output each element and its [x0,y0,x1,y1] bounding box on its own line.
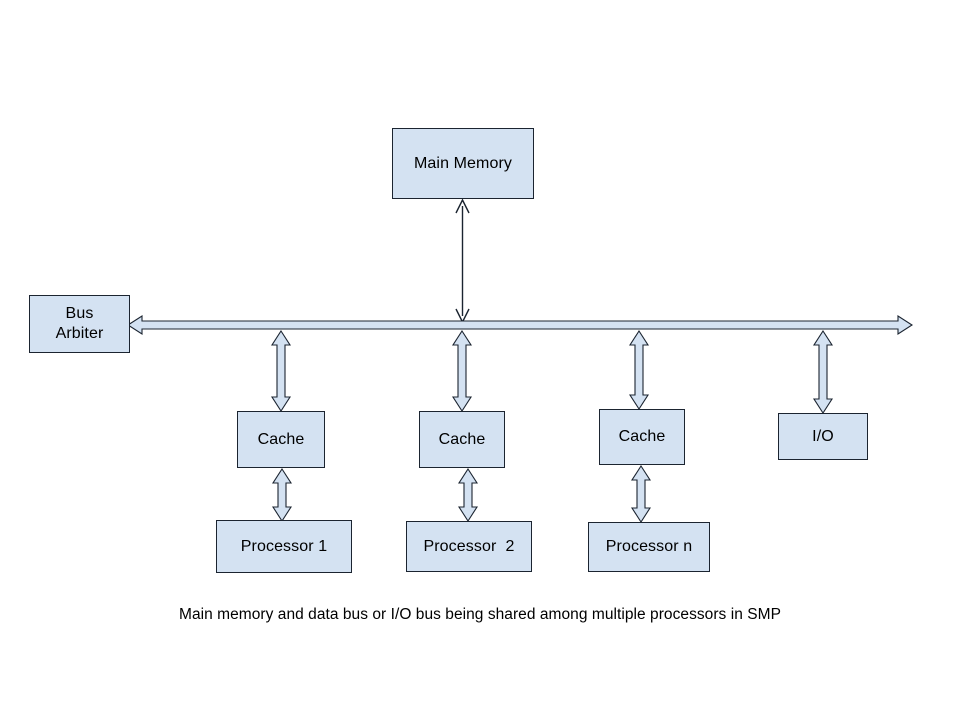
node-cache-1[interactable]: Cache [237,411,325,468]
node-bus-arbiter[interactable]: Bus Arbiter [29,295,130,353]
node-cache-3[interactable]: Cache [599,409,685,465]
node-processor-2-label: Processor 2 [423,537,515,555]
connector-main-memory-to-bus [455,198,470,324]
node-bus-arbiter-label: Bus Arbiter [55,305,104,342]
connector-bus-to-cache-1 [270,329,292,413]
node-main-memory[interactable]: Main Memory [392,128,534,199]
connector-shared-bus[interactable] [126,314,914,336]
node-cache-3-label: Cache [618,428,666,446]
node-io-label: I/O [812,427,834,445]
node-io[interactable]: I/O [778,413,868,460]
node-processor-2[interactable]: Processor 2 [406,521,532,572]
connector-bus-to-cache-2 [451,329,473,413]
connector-cache-1-to-processor-1 [271,467,293,523]
diagram-caption: Main memory and data bus or I/O bus bein… [179,606,781,623]
connector-cache-2-to-processor-2 [457,467,479,523]
node-cache-2-label: Cache [438,430,486,448]
node-processor-1[interactable]: Processor 1 [216,520,352,573]
node-cache-1-label: Cache [257,430,305,448]
node-main-memory-label: Main Memory [413,154,512,172]
connector-cache-3-to-processor-n [630,464,652,524]
node-processor-n[interactable]: Processor n [588,522,710,572]
connector-bus-to-io [812,329,834,415]
node-processor-1-label: Processor 1 [240,537,328,555]
node-cache-2[interactable]: Cache [419,411,505,468]
node-processor-n-label: Processor n [605,538,693,556]
connector-bus-to-cache-3 [628,329,650,411]
